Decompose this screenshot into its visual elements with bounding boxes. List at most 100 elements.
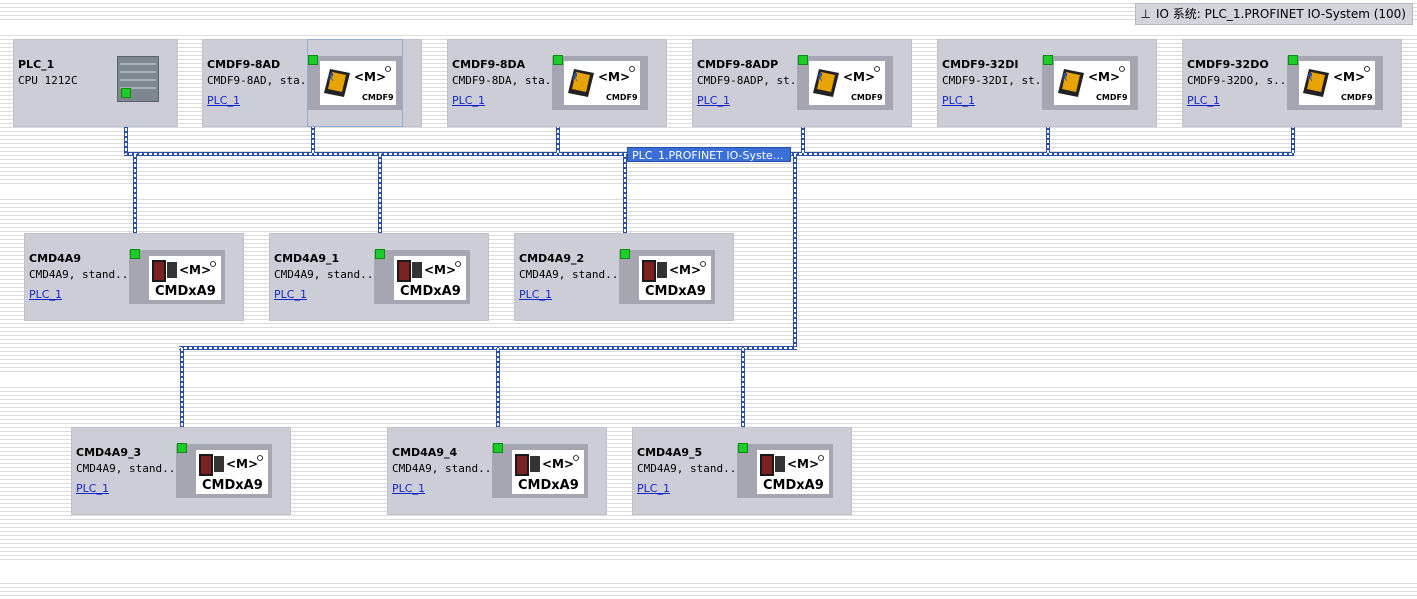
bus-segment[interactable] <box>496 348 500 428</box>
device-image: R <M> CMDF9 <box>307 56 403 110</box>
io-device-card[interactable]: CMDF9-32DO CMDF9-32DO, s... PLC_1 R <M> … <box>1182 39 1402 127</box>
controller-link[interactable]: PLC_1 <box>274 288 307 301</box>
device-profinet-port[interactable] <box>375 249 385 259</box>
device-image: R <M> CMDF9 <box>1042 56 1138 110</box>
device-profinet-port[interactable] <box>620 249 630 259</box>
device-profinet-port[interactable] <box>738 443 748 453</box>
device-profinet-port[interactable] <box>1288 55 1298 65</box>
io-device-card[interactable]: CMD4A9_1 CMD4A9, stand... PLC_1 <M> CMDx… <box>269 233 489 321</box>
device-name: CMD4A9_3 <box>76 446 142 459</box>
io-device-card[interactable]: CMDF9-8ADP CMDF9-8ADP, st... PLC_1 R <M>… <box>692 39 912 127</box>
device-type: CMDF9-32DI, st... <box>942 74 1055 87</box>
device-type: CMD4A9, stand... <box>637 462 743 475</box>
device-image: <M> CMDxA9 <box>176 444 272 498</box>
device-type: CMD4A9, stand... <box>519 268 625 281</box>
pin-icon[interactable]: ⊥ <box>1140 7 1151 21</box>
svg-text:CMDxA9: CMDxA9 <box>202 478 263 493</box>
io-device-card[interactable]: CMD4A9_5 CMD4A9, stand... PLC_1 <M> CMDx… <box>632 427 852 515</box>
device-image: R <M> CMDF9 <box>797 56 893 110</box>
controller-link[interactable]: PLC_1 <box>637 482 670 495</box>
plc-device-card[interactable]: PLC_1 CPU 1212C <box>13 39 178 127</box>
svg-text:CMDF9: CMDF9 <box>851 93 883 102</box>
cmdxa9-logo-icon: <M> CMDxA9 <box>757 450 829 494</box>
device-name: CMD4A9 <box>29 252 81 265</box>
device-image: <M> CMDxA9 <box>619 250 715 304</box>
svg-text:<M>: <M> <box>598 70 630 84</box>
io-device-card[interactable]: CMDF9-8DA CMDF9-8DA, sta... PLC_1 R <M> … <box>447 39 667 127</box>
cmdxa9-logo: <M> CMDxA9 <box>196 450 268 494</box>
bus-segment[interactable] <box>741 348 745 428</box>
cmdxa9-logo: <M> CMDxA9 <box>149 256 221 300</box>
plc-profinet-port[interactable] <box>121 88 131 98</box>
device-type: CMDF9-8ADP, st... <box>697 74 810 87</box>
device-profinet-port[interactable] <box>493 443 503 453</box>
device-name: CMDF9-32DO <box>1187 58 1269 71</box>
controller-link[interactable]: PLC_1 <box>207 94 240 107</box>
device-profinet-port[interactable] <box>1043 55 1053 65</box>
device-profinet-port[interactable] <box>130 249 140 259</box>
svg-text:R: R <box>1307 74 1313 83</box>
controller-link[interactable]: PLC_1 <box>697 94 730 107</box>
cmdf9-logo-icon: R <M> CMDF9 <box>809 61 885 105</box>
device-profinet-port[interactable] <box>308 55 318 65</box>
bus-segment[interactable] <box>793 154 797 350</box>
io-device-card[interactable]: CMD4A9_2 CMD4A9, stand... PLC_1 <M> CMDx… <box>514 233 734 321</box>
device-image: <M> CMDxA9 <box>492 444 588 498</box>
cmdf9-logo-icon: R <M> CMDF9 <box>1054 61 1130 105</box>
cmdf9-logo: R <M> CMDF9 <box>1054 61 1130 105</box>
bus-segment[interactable] <box>378 154 382 234</box>
device-name: CMDF9-8ADP <box>697 58 779 71</box>
io-device-card[interactable]: CMDF9-8AD CMDF9-8AD, sta... PLC_1 R <M> … <box>202 39 422 127</box>
device-type: CMDF9-32DO, s... <box>1187 74 1293 87</box>
cmdxa9-logo-icon: <M> CMDxA9 <box>196 450 268 494</box>
device-type: CMD4A9, stand... <box>392 462 498 475</box>
device-image: R <M> CMDF9 <box>552 56 648 110</box>
controller-link[interactable]: PLC_1 <box>29 288 62 301</box>
device-image: R <M> CMDF9 <box>1287 56 1383 110</box>
svg-text:<M>: <M> <box>226 457 258 471</box>
device-profinet-port[interactable] <box>798 55 808 65</box>
device-name: CMD4A9_4 <box>392 446 458 459</box>
controller-link[interactable]: PLC_1 <box>452 94 485 107</box>
device-profinet-port[interactable] <box>177 443 187 453</box>
controller-link[interactable]: PLC_1 <box>942 94 975 107</box>
device-name: CMDF9-8AD <box>207 58 281 71</box>
svg-text:CMDF9: CMDF9 <box>1096 93 1128 102</box>
cmdf9-logo: R <M> CMDF9 <box>564 61 640 105</box>
io-system-header[interactable]: ⊥ IO 系统: PLC_1.PROFINET IO-System (100) <box>1135 3 1413 25</box>
cmdf9-logo: R <M> CMDF9 <box>1299 61 1375 105</box>
svg-text:R: R <box>817 74 823 83</box>
controller-link[interactable]: PLC_1 <box>76 482 109 495</box>
svg-text:<M>: <M> <box>787 457 819 471</box>
controller-link[interactable]: PLC_1 <box>1187 94 1220 107</box>
cmdf9-logo: R <M> CMDF9 <box>320 61 396 105</box>
svg-text:<M>: <M> <box>542 457 574 471</box>
io-device-card[interactable]: CMDF9-32DI CMDF9-32DI, st... PLC_1 R <M>… <box>937 39 1157 127</box>
profinet-bus-label[interactable]: PLC_1.PROFINET IO-Syste... <box>627 147 791 162</box>
bus-segment[interactable] <box>180 348 184 428</box>
bus-segment[interactable] <box>133 154 137 234</box>
svg-text:CMDF9: CMDF9 <box>1341 93 1373 102</box>
device-profinet-port[interactable] <box>553 55 563 65</box>
io-device-card[interactable]: CMD4A9_4 CMD4A9, stand... PLC_1 <M> CMDx… <box>387 427 607 515</box>
bus-segment[interactable] <box>623 154 627 234</box>
device-image: <M> CMDxA9 <box>129 250 225 304</box>
device-type: CMD4A9, stand... <box>76 462 182 475</box>
svg-text:R: R <box>572 74 578 83</box>
svg-text:<M>: <M> <box>1088 70 1120 84</box>
bus-segment[interactable] <box>179 346 797 350</box>
io-device-card[interactable]: CMD4A9 CMD4A9, stand... PLC_1 <M> CMDxA9 <box>24 233 244 321</box>
svg-text:CMDF9: CMDF9 <box>606 93 638 102</box>
svg-text:CMDF9: CMDF9 <box>362 93 394 102</box>
svg-text:R: R <box>1062 74 1068 83</box>
device-type: CMDF9-8AD, sta... <box>207 74 320 87</box>
controller-link[interactable]: PLC_1 <box>392 482 425 495</box>
cmdxa9-logo-icon: <M> CMDxA9 <box>394 256 466 300</box>
svg-text:R: R <box>328 74 334 83</box>
svg-text:<M>: <M> <box>179 263 211 277</box>
svg-text:<M>: <M> <box>354 70 386 84</box>
io-device-card[interactable]: CMD4A9_3 CMD4A9, stand... PLC_1 <M> CMDx… <box>71 427 291 515</box>
device-name: CMD4A9_5 <box>637 446 703 459</box>
controller-link[interactable]: PLC_1 <box>519 288 552 301</box>
device-name: PLC_1 <box>18 58 55 71</box>
